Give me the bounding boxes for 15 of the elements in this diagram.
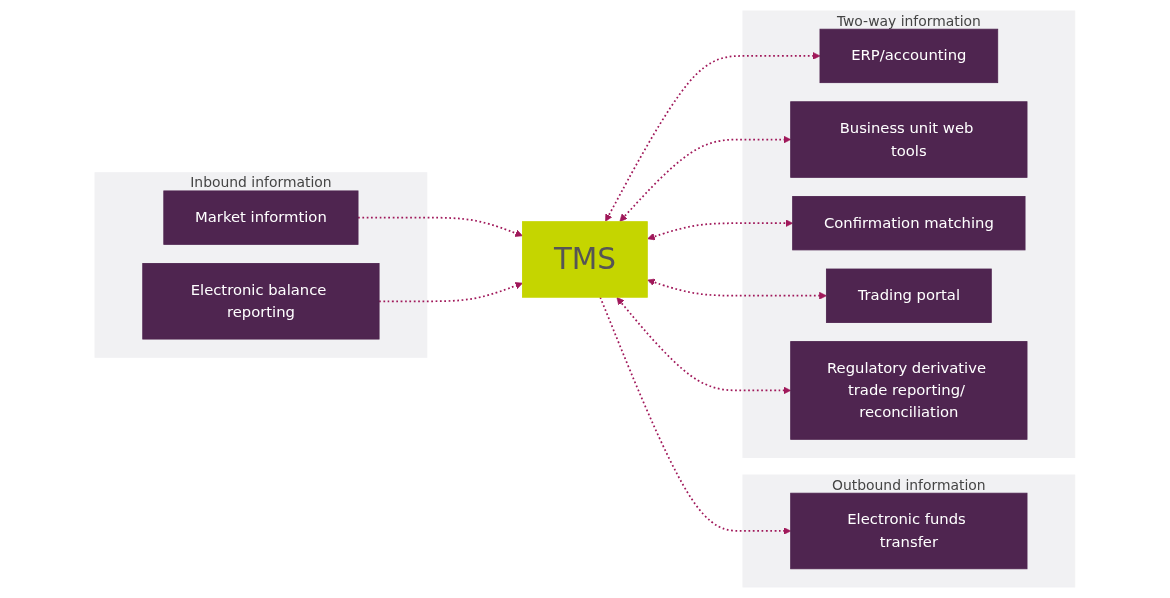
node-box: Confirmation matching [792,196,1026,251]
node-box: Business unit web tools [790,101,1028,178]
node-box: Regulatory derivative trade reporting/ reconciliation [790,341,1028,440]
node-box: Electronic balance reporting [142,263,380,340]
arrow [616,297,792,395]
node-box: Trading portal [826,268,992,323]
arrow [599,296,792,535]
arrow [647,278,827,300]
arrow [619,135,792,222]
node-box: Market informtion [163,190,359,245]
arrow [647,219,794,241]
node-box: TMS [522,221,648,298]
node-box: Electronic funds transfer [790,492,1028,570]
arrow [605,52,821,222]
node-box: ERP/accounting [819,28,999,84]
